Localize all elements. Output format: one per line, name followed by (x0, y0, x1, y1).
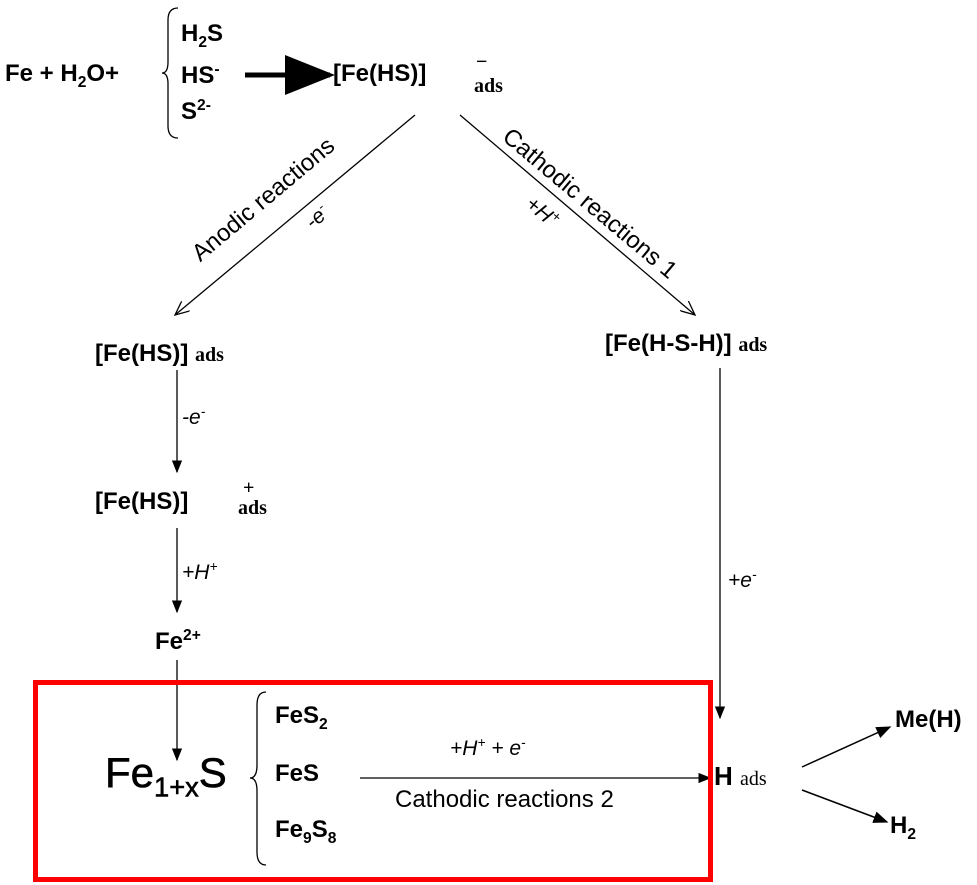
step-plus-h: +H+ (182, 559, 218, 584)
cathodic1-arrow (459, 114, 695, 315)
species-s2: S2- (181, 97, 211, 125)
complex-neg-ads: ads (474, 75, 503, 97)
me-h: Me(H) (895, 706, 962, 733)
iron-sulfide: Fe1+xS (105, 749, 227, 803)
arrow-h2 (801, 789, 889, 823)
fes2: FeS2 (275, 702, 328, 733)
complex-hsh: [Fe(H-S-H)] ads (605, 330, 768, 357)
species-hs: HS- (181, 61, 220, 89)
species-h2s: H2S (181, 20, 224, 51)
cathodic2-reactants: +H+ + e- (450, 735, 526, 760)
step-plus-e: +e- (728, 567, 757, 592)
fe2-ion: Fe2+ (155, 627, 201, 655)
complex-pos: [Fe(HS)] (95, 488, 189, 515)
complex-pos-charge: + (243, 477, 255, 499)
h-ads: H ads (714, 761, 767, 791)
reactants: Fe + H2O+ (5, 60, 120, 91)
brace-reactants (161, 7, 179, 139)
complex-pos-ads: ads (238, 497, 267, 519)
complex-neutral: [Fe(HS)] ads (95, 340, 224, 367)
cathodic2-label: Cathodic reactions 2 (395, 786, 614, 813)
step-minus-e: -e- (182, 404, 206, 429)
brace-sulfides (249, 691, 267, 866)
fes: FeS (275, 760, 320, 787)
fe9s8: Fe9S8 (275, 816, 337, 847)
arrow-meh (801, 726, 892, 768)
anodic-arrow (175, 114, 416, 315)
sulfide-highlight-box (33, 680, 713, 882)
complex-neg: [Fe(HS)] (333, 60, 427, 87)
complex-neg-charge: − (476, 51, 488, 73)
h2: H2 (890, 812, 917, 843)
